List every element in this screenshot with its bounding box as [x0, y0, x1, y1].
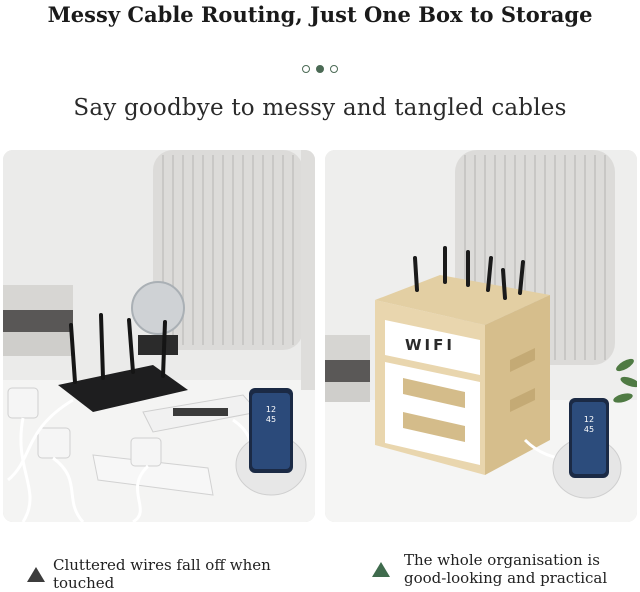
- caption-messy-text: Cluttered wires fall off when touched: [53, 556, 271, 592]
- box-label: WIFI: [405, 336, 455, 354]
- svg-text:12: 12: [266, 405, 276, 414]
- page-subtitle: Say goodbye to messy and tangled cables: [73, 95, 567, 121]
- caption-organized: The whole organisation is good-looking a…: [372, 551, 634, 587]
- svg-text:12: 12: [584, 415, 594, 424]
- triangle-dark-icon: [27, 566, 45, 582]
- caption-organized-line2: good-looking and practical: [404, 569, 608, 587]
- organizer-box-photo: WIFI 12 45: [325, 150, 637, 522]
- svg-text:45: 45: [584, 425, 594, 434]
- caption-organized-line1: The whole organisation is: [404, 551, 600, 569]
- pagination-dots: [0, 65, 640, 77]
- triangle-green-icon: [372, 561, 390, 577]
- pagination-dot[interactable]: [330, 65, 338, 73]
- messy-cables-photo: 12 45: [3, 150, 315, 522]
- svg-text:45: 45: [266, 415, 276, 424]
- pagination-dot-active[interactable]: [316, 65, 324, 73]
- page-title: Messy Cable Routing, Just One Box to Sto…: [47, 2, 593, 27]
- pagination-dot[interactable]: [302, 65, 310, 73]
- caption-messy: Cluttered wires fall off when touched: [27, 556, 327, 592]
